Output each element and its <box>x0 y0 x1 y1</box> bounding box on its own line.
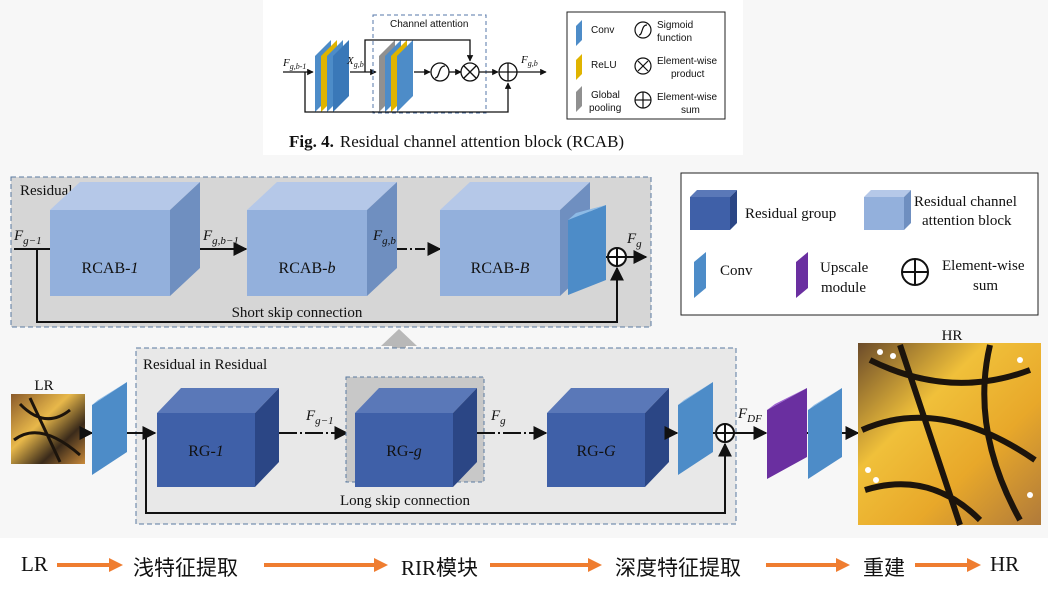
svg-text:Residual group: Residual group <box>745 206 836 222</box>
rcab-block-1: RCAB-1 <box>50 182 200 296</box>
rg-block-G: RG-G <box>547 388 669 487</box>
rcab-caption: Fig. 4.Residual channel attention block … <box>289 132 624 151</box>
rcab-output-label: Fg,b <box>520 54 538 68</box>
rcab-figure: Fg,b-1 Xg,b Channel attention <box>282 11 726 151</box>
pipeline-arrow-4 <box>766 558 850 572</box>
svg-text:ReLU: ReLU <box>591 60 617 71</box>
pipeline-arrow-2 <box>264 558 388 572</box>
rir-arrow2-label: Fg <box>490 408 506 427</box>
relu-legend-icon <box>576 54 582 80</box>
rcab-block-B: RCAB-B <box>440 182 590 296</box>
svg-text:function: function <box>657 33 692 44</box>
pipeline-arrow-5 <box>915 558 981 572</box>
pipeline-step-lr: LR <box>21 552 48 576</box>
shallow-conv <box>92 382 127 475</box>
main-legend: Residual group Residual channel attentio… <box>680 172 1039 316</box>
svg-text:RCAB-b: RCAB-b <box>279 260 336 277</box>
rg-arrow1-label: Fg,b−1 <box>202 228 239 247</box>
upscale-legend-icon <box>796 252 808 298</box>
rg-conv <box>568 205 606 295</box>
lr-image-label: LR <box>34 378 53 394</box>
pipeline-step-hr: HR <box>990 552 1020 576</box>
sigmoid-icon <box>430 62 450 82</box>
pipeline-step-shallow: 浅特征提取 <box>133 556 238 580</box>
svg-text:attention block: attention block <box>922 213 1012 229</box>
svg-text:RG-g: RG-g <box>386 443 422 460</box>
svg-text:Element-wise: Element-wise <box>942 258 1025 274</box>
svg-text:Sigmoid: Sigmoid <box>657 20 693 31</box>
residual-group-panel: Residual Group Fg−1 RCAB-1 Fg,b−1 RCAB-b… <box>10 176 652 328</box>
fdf-label: FDF <box>737 406 762 425</box>
rg-arrow2-label: Fg,b <box>372 228 396 247</box>
svg-text:sum: sum <box>973 278 998 294</box>
channel-attention-box <box>372 14 487 114</box>
svg-text:Conv: Conv <box>591 25 614 36</box>
rir-panel: Residual in Residual LR RG-1 Fg−1 RG-g F… <box>11 328 1041 526</box>
pipeline-arrow-1 <box>57 558 123 572</box>
hr-image-label: HR <box>942 328 963 344</box>
svg-text:Residual channel: Residual channel <box>914 194 1017 210</box>
long-skip-label: Long skip connection <box>340 493 470 509</box>
sigmoid-legend-icon <box>634 21 652 39</box>
rir-title: Residual in Residual <box>143 357 267 373</box>
pipeline-step-deep: 深度特征提取 <box>615 556 741 580</box>
conv-legend-icon-main <box>694 252 706 298</box>
pipeline-step-rir: RIR模块 <box>401 556 479 580</box>
svg-text:Upscale: Upscale <box>820 260 869 276</box>
channel-attention-stack <box>379 40 413 112</box>
svg-text:Element-wise: Element-wise <box>657 92 717 103</box>
rg-input-label: Fg−1 <box>13 228 42 247</box>
architecture-diagram: Fg,b-1 Xg,b Channel attention <box>10 11 1041 526</box>
rcab-input-label: Fg,b-1 <box>282 57 306 71</box>
channel-attention-label: Channel attention <box>390 19 468 30</box>
pipeline-arrow-3 <box>490 558 602 572</box>
pooling-legend-icon <box>576 86 582 112</box>
svg-text:RG-1: RG-1 <box>188 443 224 460</box>
rg-block-g: RG-g <box>355 388 477 487</box>
rcab-legend-icon <box>864 190 911 230</box>
rir-conv <box>678 382 713 475</box>
svg-text:pooling: pooling <box>589 103 621 114</box>
rir-arrow1-label: Fg−1 <box>305 408 334 427</box>
svg-text:RCAB-B: RCAB-B <box>471 260 530 277</box>
svg-text:Conv: Conv <box>720 263 753 279</box>
upscale-module <box>767 388 807 479</box>
svg-text:RG-G: RG-G <box>576 443 616 460</box>
svg-text:module: module <box>821 280 866 296</box>
pipeline-step-recon: 重建 <box>863 556 905 580</box>
reconstruction-conv <box>808 388 842 479</box>
rg-output-label: Fg <box>626 231 642 250</box>
svg-text:RCAB-1: RCAB-1 <box>82 260 139 277</box>
rg-block-1: RG-1 <box>157 388 279 487</box>
residual-group-legend-icon <box>690 190 737 230</box>
short-skip-label: Short skip connection <box>232 305 363 321</box>
svg-text:Element-wise: Element-wise <box>657 56 717 67</box>
svg-text:sum: sum <box>681 105 700 116</box>
svg-text:product: product <box>671 69 705 80</box>
conv-legend-icon <box>576 20 582 46</box>
svg-text:Global: Global <box>591 90 620 101</box>
rcab-x-label: Xg,b <box>346 55 364 69</box>
rcab-block-b: RCAB-b <box>247 182 397 296</box>
rcab-conv-stack-1 <box>315 40 349 112</box>
pipeline-strip: LR 浅特征提取 RIR模块 深度特征提取 重建 HR <box>0 538 1048 592</box>
